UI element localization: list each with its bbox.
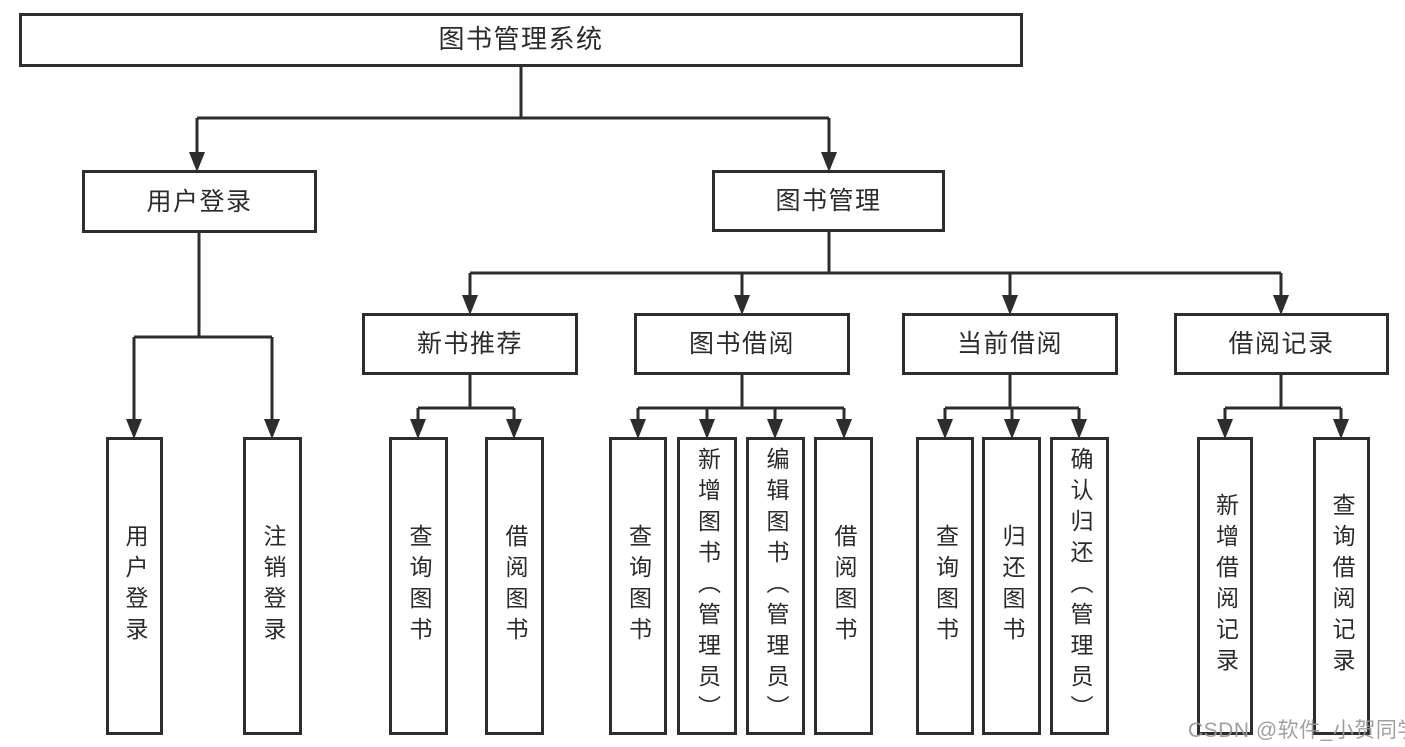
- leaf-borrow-borrow-books: 借阅图书: [814, 437, 873, 735]
- node-label: 查询图书: [625, 524, 652, 648]
- node-borrow-records: 借阅记录: [1174, 313, 1389, 375]
- leaf-records-add-record: 新增借阅记录: [1197, 437, 1253, 735]
- leaf-user-login: 用户登录: [106, 437, 163, 735]
- node-label: 用户登录: [122, 524, 148, 648]
- leaf-recommend-borrow-books: 借阅图书: [485, 437, 544, 735]
- node-label: 新增借阅记录: [1212, 493, 1239, 679]
- node-label: 借阅图书: [831, 524, 857, 648]
- node-label: 新增图书（管理员）: [694, 446, 721, 726]
- node-label: 查询借阅记录: [1329, 493, 1355, 679]
- node-label: 当前借阅: [956, 330, 1063, 358]
- node-label: 图书管理: [775, 187, 882, 215]
- node-label: 图书借阅: [688, 330, 795, 358]
- node-label: 归还图书: [999, 524, 1025, 648]
- node-library-management-system: 图书管理系统: [19, 13, 1023, 67]
- leaf-logout: 注销登录: [243, 437, 302, 735]
- leaf-current-query-books: 查询图书: [916, 437, 974, 735]
- node-label: 用户登录: [146, 187, 253, 216]
- leaf-borrow-query-books: 查询图书: [609, 437, 667, 735]
- node-new-book-recommend: 新书推荐: [362, 313, 578, 375]
- node-label: 编辑图书（管理员）: [763, 446, 789, 726]
- leaf-records-query-record: 查询借阅记录: [1313, 437, 1370, 735]
- node-label: 借阅记录: [1228, 330, 1335, 358]
- node-label: 查询图书: [932, 524, 959, 648]
- node-label: 确认归还（管理员）: [1067, 446, 1093, 726]
- node-label: 图书管理系统: [438, 24, 604, 55]
- leaf-current-return-books: 归还图书: [982, 437, 1041, 735]
- leaf-borrow-add-books-admin: 新增图书（管理员）: [677, 437, 737, 735]
- node-book-borrow: 图书借阅: [634, 313, 850, 375]
- node-user-login: 用户登录: [82, 170, 317, 233]
- leaf-borrow-edit-books-admin: 编辑图书（管理员）: [746, 437, 805, 735]
- arrowhead-icons: [126, 152, 1349, 439]
- node-book-management: 图书管理: [712, 170, 945, 232]
- node-current-borrow: 当前借阅: [902, 313, 1118, 375]
- node-label: 查询图书: [406, 524, 432, 648]
- node-label: 借阅图书: [502, 524, 528, 648]
- leaf-recommend-query-books: 查询图书: [389, 437, 448, 735]
- node-label: 新书推荐: [416, 330, 523, 358]
- node-label: 注销登录: [260, 524, 286, 648]
- leaf-current-confirm-return-admin: 确认归还（管理员）: [1050, 437, 1109, 735]
- csdn-watermark: CSDN @软件_小贺同学: [1188, 719, 1405, 742]
